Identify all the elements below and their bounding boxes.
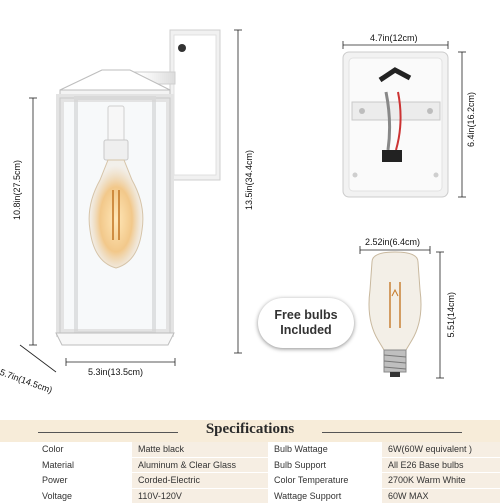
overall-height-label: 13.5in(34.4cm) [244,150,254,211]
backplate-width-label: 4.7in(12cm) [370,33,418,43]
specifications-table: Color Matte black Bulb Wattage 6W(60W eq… [0,442,500,504]
table-row: Power Corded-Electric Color Temperature … [0,472,500,489]
product-illustration [19,29,466,379]
wall-lamp-fixture [55,29,221,346]
spec-label: Material [0,457,132,473]
spec-label: Power [0,472,132,489]
backplate-height-label: 6.4in(16.2cm) [466,92,476,148]
lamp-dimension-lines [19,29,242,373]
free-bulb [368,251,422,377]
spec-value: 6W(60W equivalent ) [382,442,500,458]
spec-value: All E26 Base bulbs [382,457,500,473]
spec-value: Corded-Electric [132,472,268,489]
spec-value: Aluminum & Clear Glass [132,457,268,473]
spec-divider-left [38,432,178,433]
bulb-dimension-lines [359,246,444,379]
spec-label: Color [0,442,132,458]
specifications-title: Specifications [205,421,295,437]
spec-label: Color Temperature [268,472,382,489]
free-bulbs-badge: Free bulbs Included [258,298,354,348]
bulb-width-label: 2.52in(6.4cm) [365,237,421,247]
spec-value: 60W MAX [382,488,500,504]
lamp-bulb [88,159,144,269]
mounting-bracket [351,101,441,121]
backplate-dimension-lines [342,41,466,198]
spec-label: Bulb Wattage [268,442,382,458]
spec-value: 2700K Warm White [382,472,500,489]
table-row: Voltage 110V-120V Wattage Support 60W MA… [0,488,500,504]
specifications-header-band [0,420,500,442]
photocell-sensor-icon [178,44,186,52]
spec-label: Wattage Support [268,488,382,504]
badge-line2: Included [280,323,332,337]
spec-label: Voltage [0,488,132,504]
spec-label: Bulb Support [268,457,382,473]
table-row: Color Matte black Bulb Wattage 6W(60W eq… [0,442,500,458]
badge-line1: Free bulbs [274,308,338,322]
backplate-open-view [342,51,449,198]
spec-divider-right [322,432,462,433]
lamp-height-label: 10.8in(27.5cm) [12,160,22,221]
bulb-height-label: 5.51(14cm) [446,292,456,338]
spec-value: 110V-120V [132,488,268,504]
table-row: Material Aluminum & Clear Glass Bulb Sup… [0,457,500,473]
width-label: 5.3in(13.5cm) [88,367,144,377]
spec-value: Matte black [132,442,268,458]
